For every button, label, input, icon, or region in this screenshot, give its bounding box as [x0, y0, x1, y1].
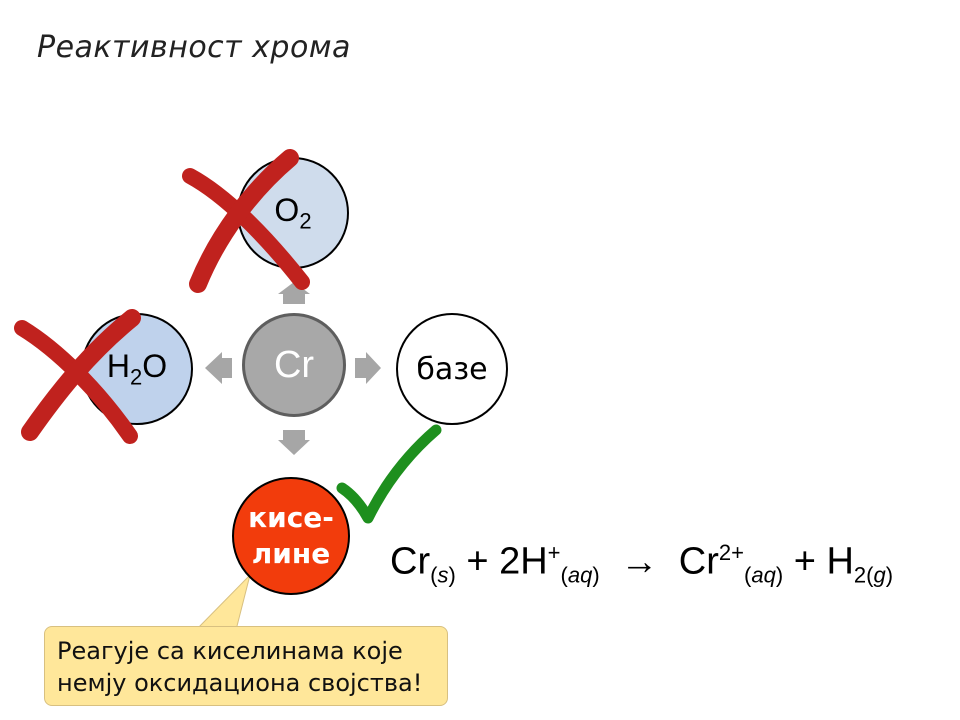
oxygen-label: O2 [274, 191, 312, 234]
reaction-arrow-icon: → [620, 540, 659, 583]
acid-label: кисе- лине [248, 500, 334, 570]
water-label: H2O [106, 347, 168, 390]
note-line-2: немју оксидациона својства! [57, 669, 423, 698]
arrow-left-icon [205, 352, 232, 384]
base-node: базе [396, 313, 508, 425]
water-cross-icon-stroke2 [21, 309, 141, 441]
acid-check-icon [336, 424, 442, 524]
reaction-equation: Cr(s) + 2H+(aq) → Cr2+(aq) + H2(g) [390, 540, 894, 588]
oxygen-cross-icon-stroke2 [189, 149, 299, 293]
chromium-label: Cr [273, 343, 315, 386]
slide-title: Реактивност хрома [37, 30, 351, 65]
note-callout: Реагује са киселинама које немју оксидац… [44, 626, 448, 706]
arrow-up-icon [278, 282, 310, 304]
chromium-node: Cr [242, 313, 346, 417]
arrow-down-icon [278, 430, 310, 455]
note-line-1: Реагује са киселинама које [57, 637, 403, 665]
base-label: базе [416, 351, 488, 387]
acid-node: кисе- лине [232, 477, 350, 595]
arrow-right-icon [355, 352, 381, 384]
water-node: H2O [81, 313, 193, 425]
